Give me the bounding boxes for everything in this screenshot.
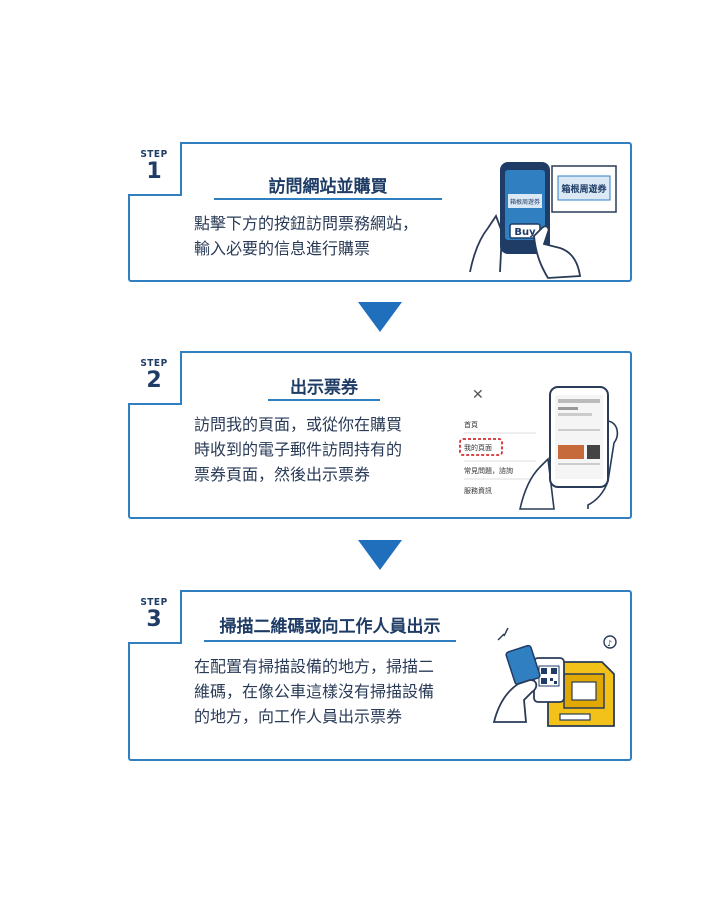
mypage-illustration: ✕ 首頁 我的頁面 常見問題，諮詢 服務資訊 [459,386,619,510]
description-line: 票券頁面，然後出示票券 [194,465,371,484]
step-2-title: 出示票券 [290,378,358,398]
title-underline [268,399,380,401]
step-label: STEP [140,149,168,160]
step-3-card: STEP 3 掃描二維碼或向工作人員出示 在配置有掃描設備的地方，掃描二 維碼，… [128,590,632,761]
down-arrow [358,540,402,570]
phone-ticket-label: 箱根周遊券 [510,198,540,206]
hand-shape [492,679,538,723]
scanner-illustration: ♪ [492,627,617,727]
title-underline [214,198,442,200]
sound-icon [603,635,617,649]
step-number: 2 [146,368,162,393]
ticket-label: 箱根周遊券 [561,183,607,195]
purchase-illustration: 箱根周遊券 箱根周遊券 Buy [469,162,617,279]
hand-shape [469,214,503,273]
description-line: 輸入必要的信息進行購票 [194,239,371,258]
step-2-badge: STEP 2 [128,351,182,405]
step-number: 3 [146,607,162,632]
highlight-box [459,438,503,456]
step-1-description: 點擊下方的按鈕訪問票務網站， 輸入必要的信息進行購票 [194,211,418,261]
step-2-card: STEP 2 出示票券 訪問我的頁面，或從你在購買 時收到的電子郵件訪問持有的 … [128,351,632,519]
step-label: STEP [140,358,168,369]
pointing-hand [533,225,582,279]
step-3-title: 掃描二維碼或向工作人員出示 [219,617,441,637]
step-1-card: STEP 1 訪問網站並購買 點擊下方的按鈕訪問票務網站， 輸入必要的信息進行購… [128,142,632,282]
step-3-badge: STEP 3 [128,590,182,644]
description-line: 維碼，在像公車這樣沒有掃描設備 [194,682,435,701]
buy-button-label: Buy [514,227,536,238]
menu-item-mypage: 我的頁面 [464,443,492,452]
description-line: 點擊下方的按鈕訪問票務網站， [194,214,419,233]
title-underline [204,640,456,642]
hand-shape [519,457,555,510]
card-icon [505,644,541,686]
music-note-icon: ♪ [607,639,612,648]
description-line: 訪問我的頁面，或從你在購買 [194,415,403,434]
ticket-image [558,445,584,459]
qr-code-icon [587,445,600,459]
step-1-badge: STEP 1 [128,142,182,196]
close-icon: ✕ [472,387,484,403]
menu-item-faq: 常見問題，諮詢 [464,466,513,475]
description-line: 時收到的電子郵件訪問持有的 [194,440,403,459]
description-line: 的地方，向工作人員出示票券 [194,707,403,726]
step-2-description: 訪問我的頁面，或從你在購買 時收到的電子郵件訪問持有的 票券頁面，然後出示票券 [194,412,402,487]
menu-item-service: 服務資訊 [464,486,492,495]
menu-item-home: 首頁 [464,420,478,429]
step-3-description: 在配置有掃描設備的地方，掃描二 維碼，在像公車這樣沒有掃描設備 的地方，向工作人… [194,654,434,729]
step-label: STEP [140,597,168,608]
step-number: 1 [146,159,162,184]
down-arrow [358,302,402,332]
description-line: 在配置有掃描設備的地方，掃描二 [194,657,435,676]
step-1-title: 訪問網站並購買 [268,177,388,197]
